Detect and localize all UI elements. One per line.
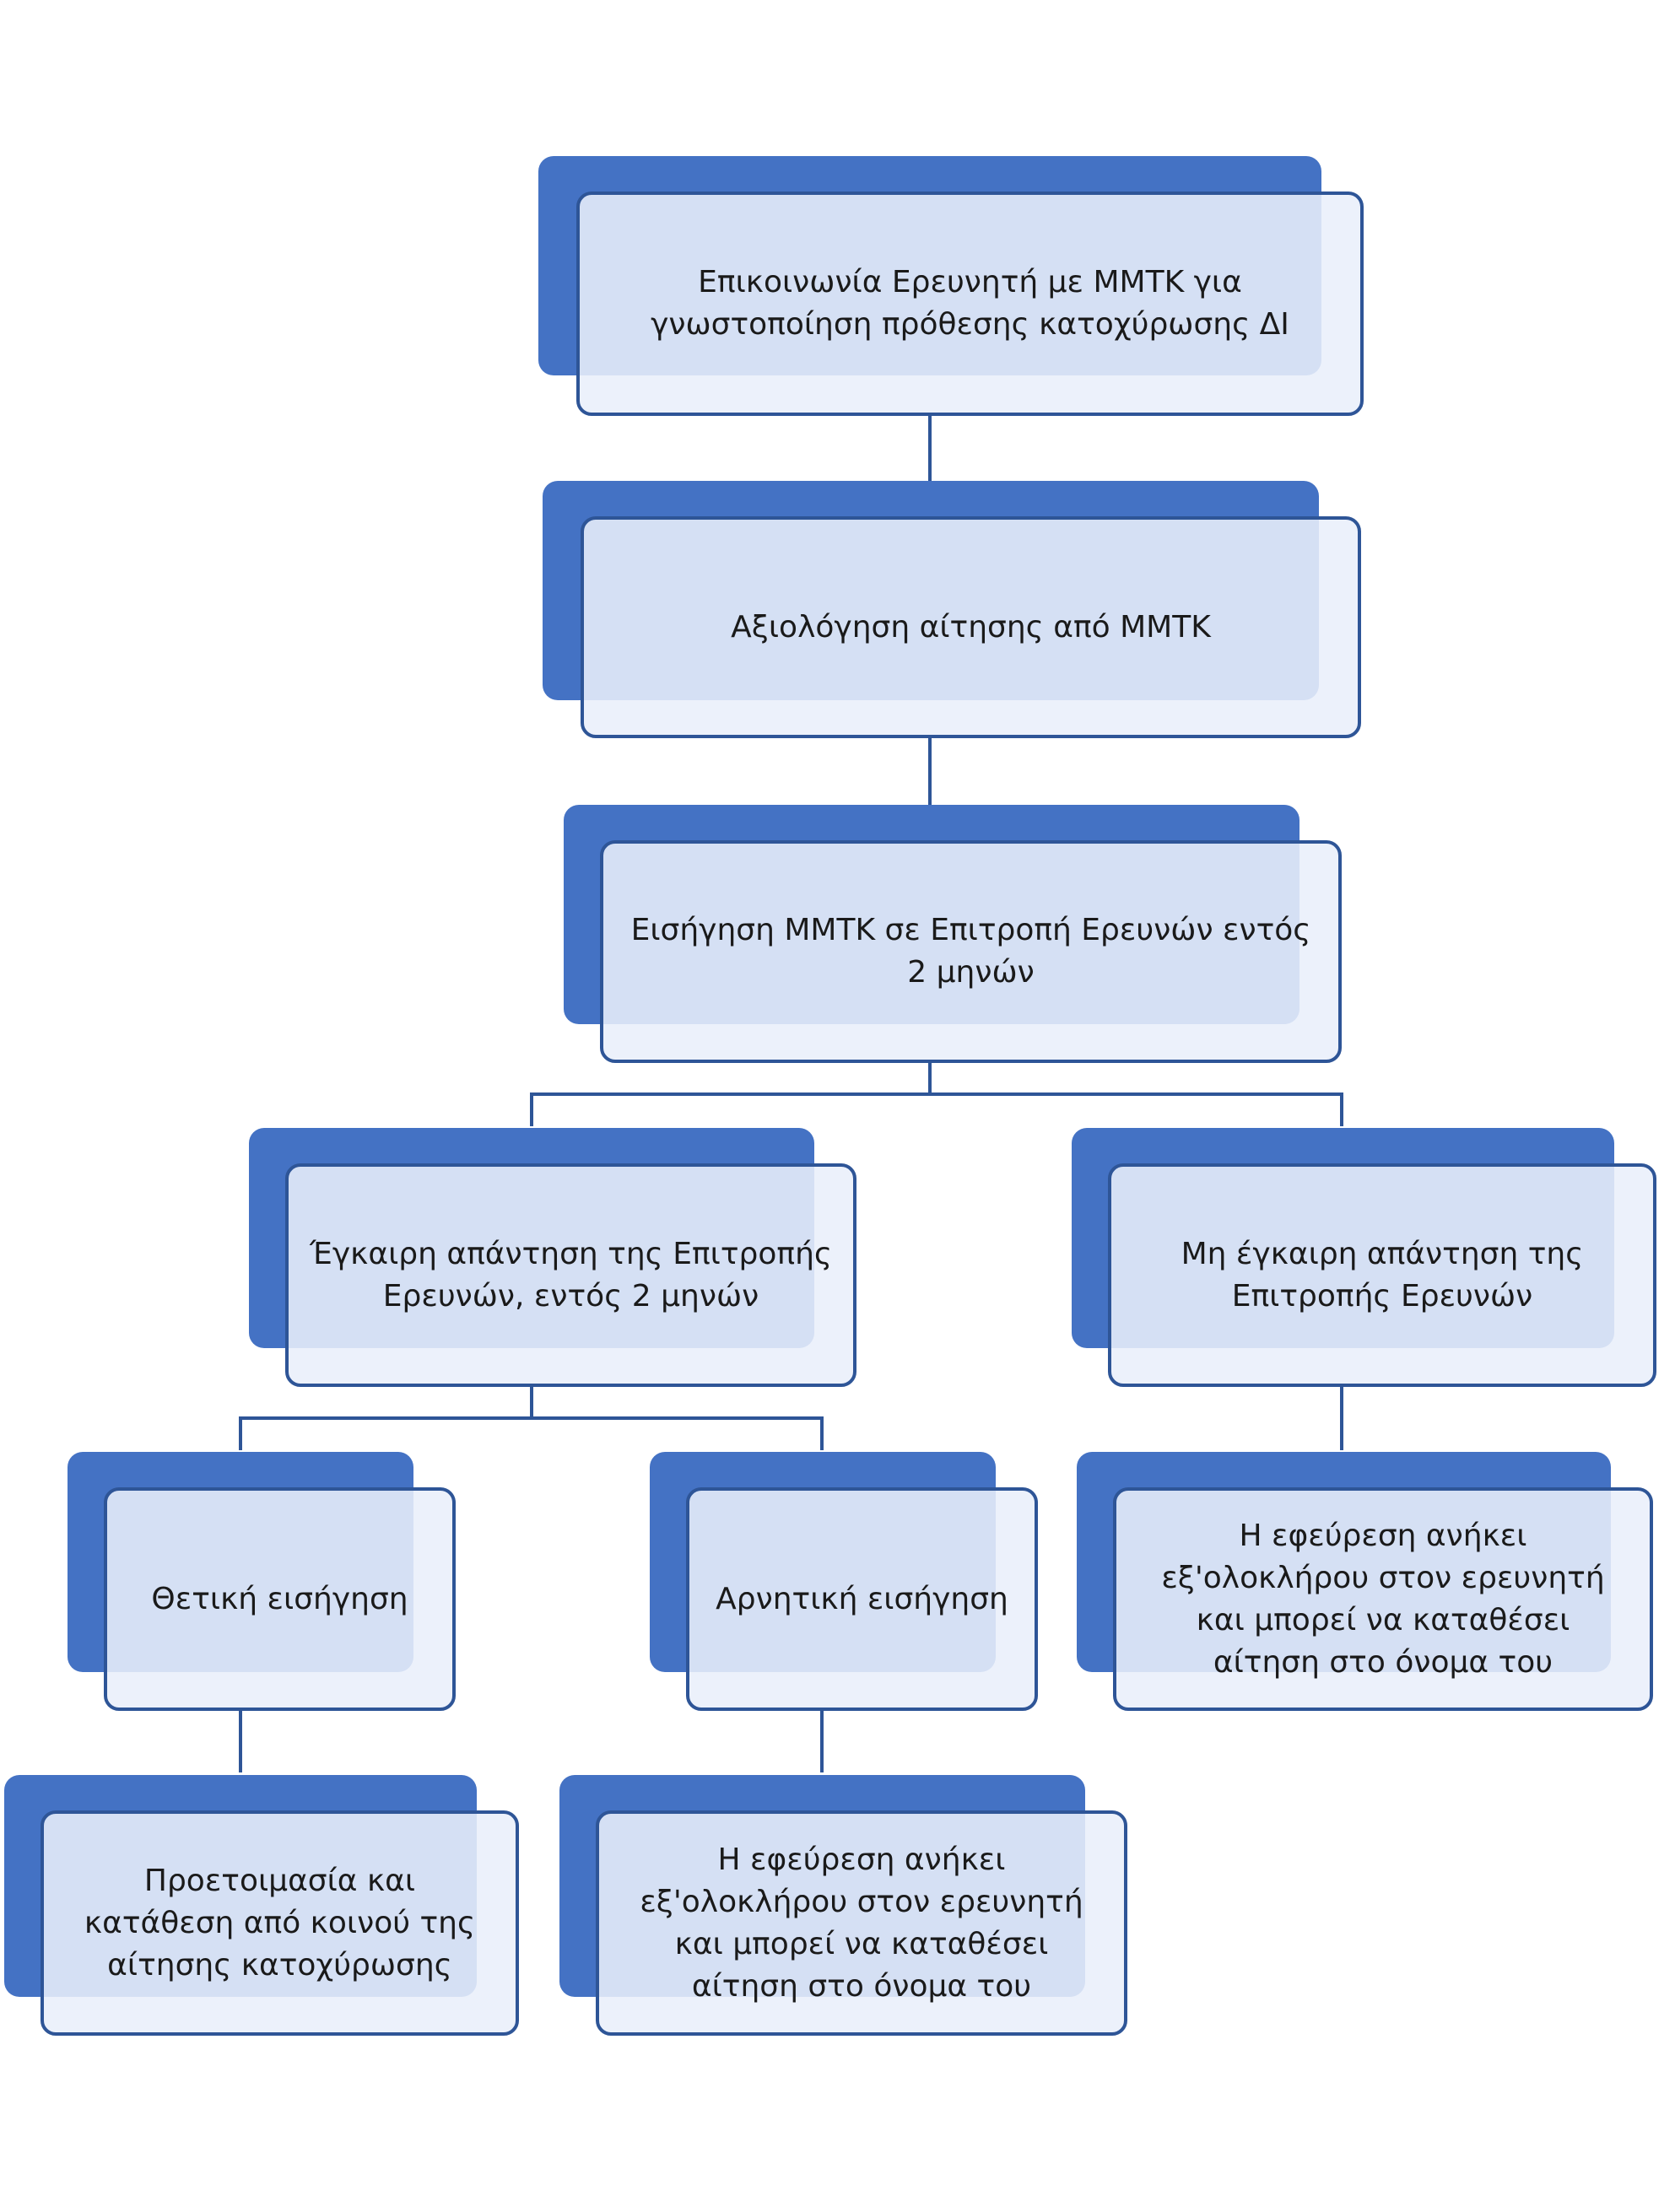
node-label: Επικοινωνία Ερευνητή με ΜΜΤΚ για γνωστοπ… (651, 265, 1289, 342)
node-box: Προετοιμασία και κατάθεση από κοινού της… (41, 1810, 519, 2036)
connector (239, 1416, 824, 1420)
node-box: Επικοινωνία Ερευνητή με ΜΜΤΚ για γνωστοπ… (576, 192, 1364, 416)
node-box: Η εφεύρεση ανήκει εξ'ολοκλήρου στον ερευ… (596, 1810, 1127, 2036)
node-box: Αρνητική εισήγηση (686, 1487, 1038, 1711)
node-positive: Θετική εισήγηση (68, 1452, 456, 1711)
node-box: Θετική εισήγηση (104, 1487, 456, 1711)
node-invention-researcher-right: Η εφεύρεση ανήκει εξ'ολοκλήρου στον ερευ… (1077, 1452, 1653, 1711)
node-recommendation: Εισήγηση ΜΜΤΚ σε Επιτροπή Ερευνών εντός … (564, 805, 1342, 1063)
node-label: Θετική εισήγηση (151, 1581, 408, 1616)
node-label: Η εφεύρεση ανήκει εξ'ολοκλήρου στον ερευ… (640, 1842, 1083, 2004)
connector (1340, 1093, 1343, 1126)
connector (928, 736, 932, 805)
node-box: Μη έγκαιρη απάντηση της Επιτροπής Ερευνώ… (1108, 1163, 1656, 1387)
node-label: Μη έγκαιρη απάντηση της Επιτροπής Ερευνώ… (1181, 1236, 1584, 1314)
node-label: Αρνητική εισήγηση (716, 1581, 1008, 1616)
node-box: Αξιολόγηση αίτησης από ΜΜΤΚ (581, 516, 1361, 738)
connector (530, 1384, 533, 1418)
node-label: Έγκαιρη απάντηση της Επιτροπής Ερευνών, … (309, 1236, 833, 1314)
node-invention-researcher-negative: Η εφεύρεση ανήκει εξ'ολοκλήρου στον ερευ… (559, 1775, 1127, 2036)
node-box: Η εφεύρεση ανήκει εξ'ολοκλήρου στον ερευ… (1113, 1487, 1653, 1711)
connector (928, 413, 932, 481)
node-joint-filing: Προετοιμασία και κατάθεση από κοινού της… (4, 1775, 519, 2036)
connector (820, 1416, 824, 1450)
connector (239, 1708, 242, 1772)
node-untimely-response: Μη έγκαιρη απάντηση της Επιτροπής Ερευνώ… (1072, 1128, 1656, 1387)
connector (239, 1416, 242, 1450)
node-box: Έγκαιρη απάντηση της Επιτροπής Ερευνών, … (285, 1163, 856, 1387)
node-label: Προετοιμασία και κατάθεση από κοινού της… (84, 1863, 476, 1983)
node-label: Η εφεύρεση ανήκει εξ'ολοκλήρου στον ερευ… (1161, 1518, 1605, 1680)
node-label: Αξιολόγηση αίτησης από ΜΜΤΚ (731, 609, 1211, 645)
node-contact-researcher: Επικοινωνία Ερευνητή με ΜΜΤΚ για γνωστοπ… (538, 156, 1364, 416)
node-timely-response: Έγκαιρη απάντηση της Επιτροπής Ερευνών, … (249, 1128, 856, 1387)
connector (530, 1093, 533, 1126)
node-evaluation: Αξιολόγηση αίτησης από ΜΜΤΚ (543, 481, 1361, 738)
connector (1340, 1384, 1343, 1450)
node-box: Εισήγηση ΜΜΤΚ σε Επιτροπή Ερευνών εντός … (600, 840, 1342, 1063)
node-negative: Αρνητική εισήγηση (650, 1452, 1038, 1711)
connector (820, 1708, 824, 1772)
connector (530, 1093, 1343, 1096)
node-label: Εισήγηση ΜΜΤΚ σε Επιτροπή Ερευνών εντός … (630, 913, 1311, 990)
connector (928, 1060, 932, 1094)
